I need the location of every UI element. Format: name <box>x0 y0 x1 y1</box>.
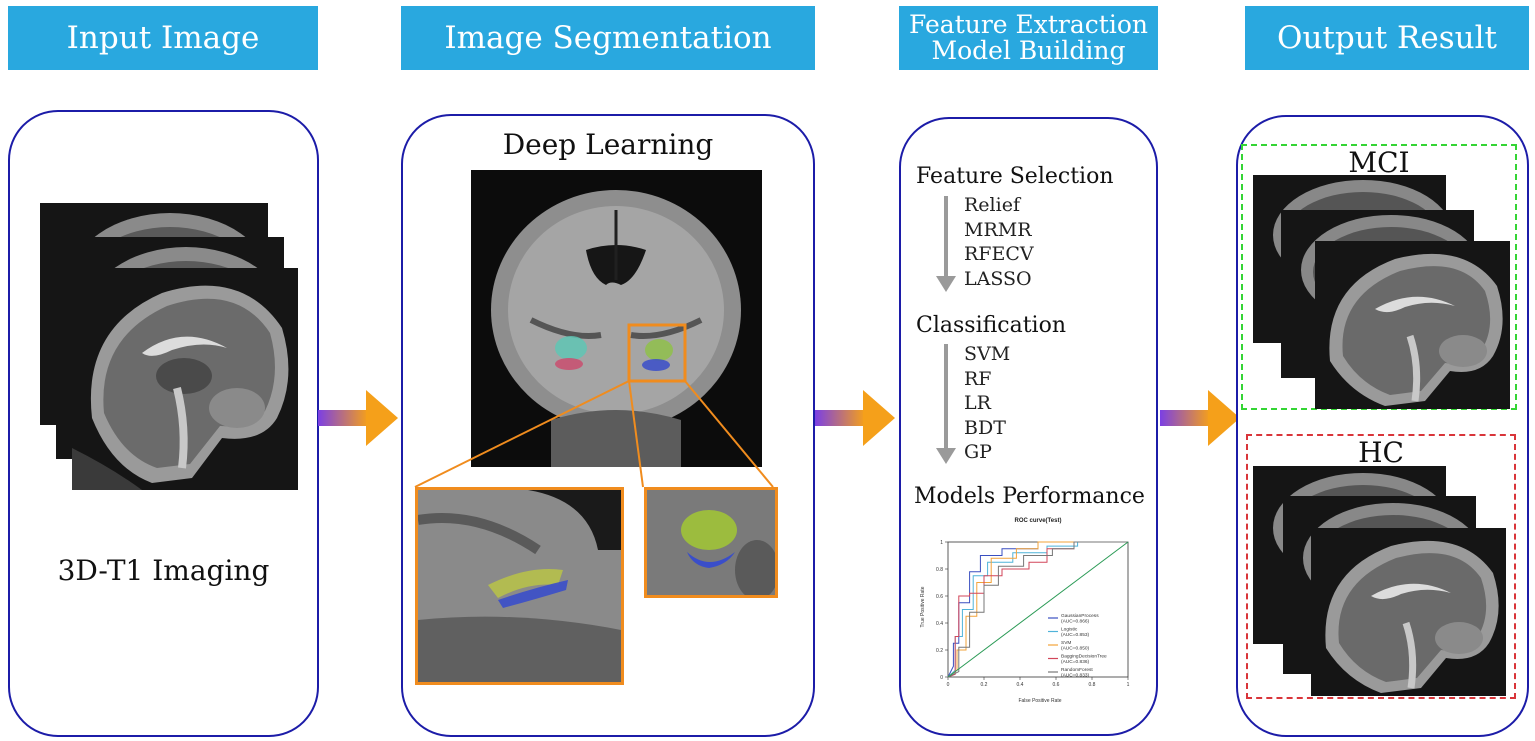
feature-selection-item: Relief <box>964 194 1020 216</box>
roc-series-line <box>947 541 1128 678</box>
models-performance-title: Models Performance <box>914 484 1145 509</box>
y-tick-label: 0 <box>940 675 943 681</box>
zoom-coronal-hippocampus <box>644 487 778 598</box>
roc-curve-chart: ROC curve(Test) 0 0.2 0.4 0.6 0.8 1 0 0.2 0.4 0.6… <box>920 518 1130 704</box>
legend-series-name: GaussianProcess <box>1061 613 1099 619</box>
x-tick-label: 0.4 <box>1017 682 1024 688</box>
input-caption: 3D-T1 Imaging <box>57 554 270 587</box>
header-feature-line2: Model Building <box>931 36 1126 65</box>
zoom-sagittal-hippocampus <box>415 487 624 685</box>
y-tick-label: 0.8 <box>936 567 943 573</box>
zoom-connector-lines <box>414 380 774 488</box>
chart-title: ROC curve(Test) <box>1015 518 1062 524</box>
legend-series-name: RandomForest <box>1061 667 1093 673</box>
hc-group-box <box>1246 434 1516 699</box>
x-tick-label: 0.8 <box>1089 682 1096 688</box>
classification-item: GP <box>964 441 992 463</box>
mri-coronal-slice <box>471 170 762 467</box>
header-input-image-label: Input Image <box>66 20 260 56</box>
feature-selection-list: Relief MRMR RFECV LASSO <box>964 193 1034 291</box>
mci-label: MCI <box>1348 146 1410 179</box>
roc-series-line <box>947 541 1128 678</box>
y-tick-label: 1 <box>940 540 943 546</box>
classification-item: LR <box>964 392 991 414</box>
flow-arrow-2 <box>815 390 895 446</box>
feature-selection-title: Feature Selection <box>916 164 1114 189</box>
flow-arrow-1 <box>318 390 398 446</box>
header-output-result-label: Output Result <box>1277 20 1497 56</box>
classification-item: RF <box>964 367 992 390</box>
segmentation-title: Deep Learning <box>502 128 714 161</box>
feature-selection-down-arrow <box>936 196 956 292</box>
chart-xlabel: False Positive Rate <box>1018 698 1061 704</box>
mci-mri-slice-front <box>1315 241 1510 409</box>
hc-mri-slice-front <box>1311 528 1506 696</box>
classification-item: SVM <box>964 343 1011 365</box>
y-tick-label: 0.4 <box>936 621 943 627</box>
chart-ylabel: True Positive Rate <box>920 586 926 627</box>
classification-item: BDT <box>964 416 1006 439</box>
x-tick-label: 1 <box>1127 682 1130 688</box>
header-output-result: Output Result <box>1245 6 1529 70</box>
header-feature-line1: Feature Extraction <box>909 10 1148 39</box>
classification-down-arrow <box>936 344 956 464</box>
flow-arrow-3 <box>1160 390 1240 446</box>
classification-list: SVM RF LR BDT GP <box>964 342 1010 465</box>
header-image-segmentation-label: Image Segmentation <box>444 20 772 56</box>
legend-series-name: SVM <box>1061 640 1071 646</box>
x-tick-label: 0.6 <box>1053 682 1060 688</box>
x-tick-label: 0.2 <box>981 682 988 688</box>
legend-series-auc: (AUC=0.850) <box>1061 646 1090 652</box>
x-tick-label: 0 <box>947 682 950 688</box>
legend-series-auc: (AUC=0.853) <box>1061 632 1090 638</box>
roc-diagonal-line <box>947 541 1129 678</box>
header-image-segmentation: Image Segmentation <box>401 6 815 70</box>
legend-series-name: Logistic <box>1061 627 1078 633</box>
feature-panel <box>899 117 1158 736</box>
classification-title: Classification <box>916 313 1067 338</box>
mci-group-box <box>1241 144 1517 410</box>
mri-sagittal-slice-front <box>72 268 298 490</box>
y-tick-label: 0.6 <box>936 594 943 600</box>
hc-label: HC <box>1358 436 1404 469</box>
legend-series-auc: (AUC=0.833) <box>1061 673 1090 679</box>
legend-series-auc: (AUC=0.836) <box>1061 659 1090 665</box>
feature-selection-item: MRMR <box>964 218 1032 241</box>
roc-series-line <box>947 541 1128 678</box>
legend-series-auc: (AUC=0.866) <box>1061 619 1090 625</box>
y-tick-label: 0.2 <box>936 648 943 654</box>
feature-selection-item: RFECV <box>964 243 1034 265</box>
legend-series-name: BaggingDecisionTree <box>1061 654 1107 660</box>
feature-selection-item: LASSO <box>964 267 1032 290</box>
header-input-image: Input Image <box>8 6 318 70</box>
header-feature-extraction: Feature Extraction Model Building <box>899 6 1158 70</box>
